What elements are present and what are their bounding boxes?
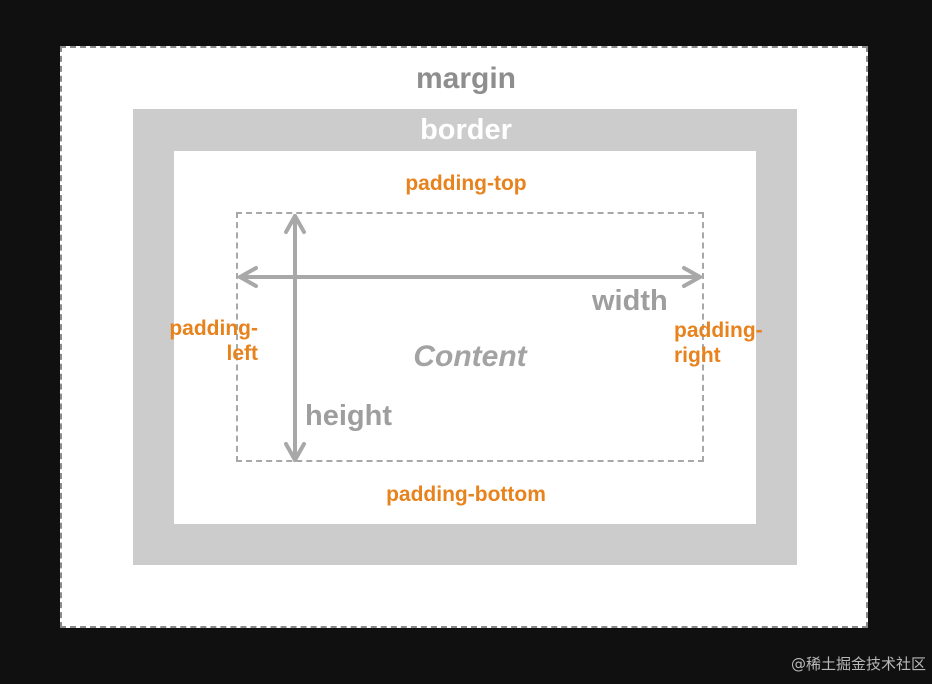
padding-right-label: padding- right xyxy=(674,319,763,368)
width-label: width xyxy=(592,285,668,317)
content-label: Content xyxy=(413,340,527,373)
height-arrow xyxy=(284,214,306,462)
watermark: @稀土掘金技术社区 xyxy=(790,655,926,673)
padding-top-label: padding-top xyxy=(405,172,527,195)
height-label: height xyxy=(305,400,392,432)
padding-bottom-label: padding-bottom xyxy=(386,483,546,506)
padding-left-label: padding- left xyxy=(169,317,258,366)
width-arrow xyxy=(238,266,702,288)
content-area xyxy=(236,212,704,462)
border-label: border xyxy=(420,114,512,146)
margin-label: margin xyxy=(415,62,517,95)
